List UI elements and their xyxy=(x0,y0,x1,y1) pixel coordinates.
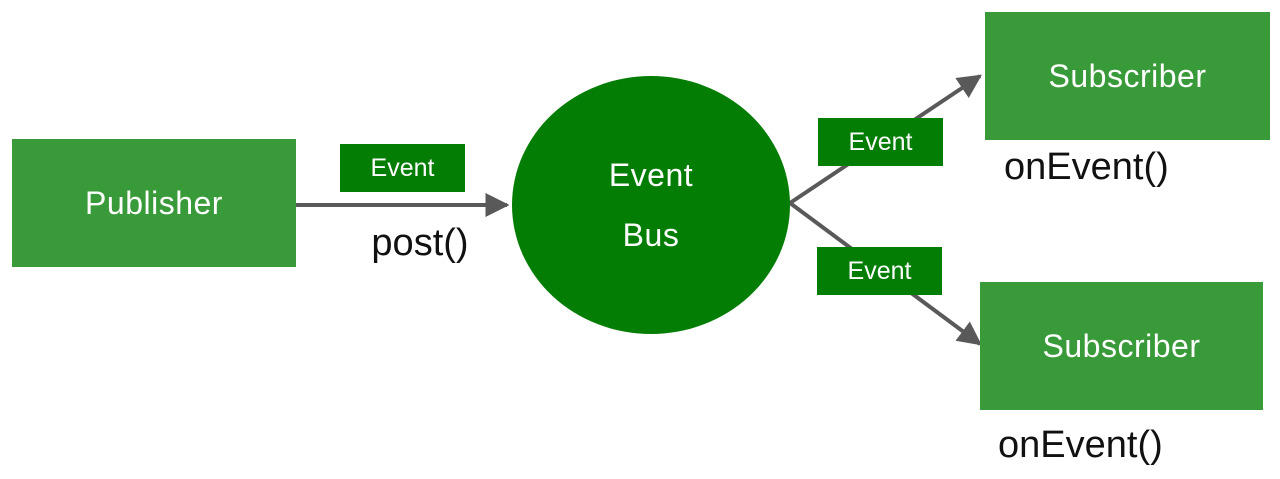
event-bus-label-line1: Event xyxy=(608,157,694,193)
publisher-node: Publisher xyxy=(12,139,296,267)
post-method-caption: post() xyxy=(371,222,469,264)
event-bus-node: Event Bus xyxy=(512,76,790,334)
onevent-caption-top: onEvent() xyxy=(1004,146,1169,188)
subscriber-bottom-node: Subscriber xyxy=(980,282,1263,410)
event-bus-label-line2: Bus xyxy=(622,217,680,253)
subscriber-top-node: Subscriber xyxy=(985,12,1270,140)
event-badge-subscriber-bottom: Event xyxy=(817,247,942,295)
event-badge-publisher: Event xyxy=(340,144,465,192)
event-badge-subscriber-top: Event xyxy=(818,118,943,166)
onevent-caption-bottom: onEvent() xyxy=(998,424,1163,466)
